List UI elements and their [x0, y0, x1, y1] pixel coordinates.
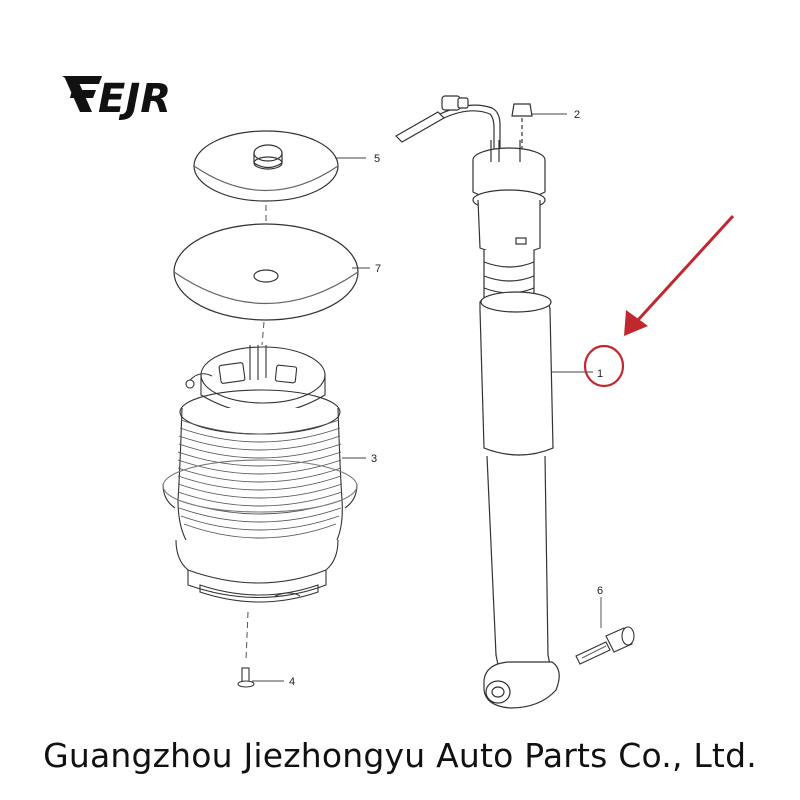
part-1-shock-absorber	[395, 95, 560, 709]
callout-5: 5	[374, 153, 380, 165]
callout-2: 2	[574, 109, 580, 121]
highlight-arrow	[624, 214, 735, 336]
company-name-footer: Guangzhou Jiezhongyu Auto Parts Co., Ltd…	[43, 736, 757, 775]
callout-1: 1	[597, 368, 603, 380]
callout-7: 7	[375, 263, 381, 275]
part-6-bolt	[575, 626, 635, 665]
part-5-upper-plate	[193, 130, 339, 202]
logo-text: EJR	[98, 76, 171, 122]
part-4-screw	[237, 667, 255, 688]
axis-line-bottom	[245, 611, 249, 661]
callout-4: 4	[289, 676, 295, 688]
brand-logo: EJR	[62, 76, 171, 122]
callout-6: 6	[597, 585, 603, 597]
axis-line-mid	[261, 321, 265, 346]
highlight-circle	[583, 344, 625, 388]
callout-3: 3	[371, 453, 377, 465]
part-7-lower-plate	[173, 223, 359, 321]
part-3-air-bellows	[162, 345, 358, 603]
